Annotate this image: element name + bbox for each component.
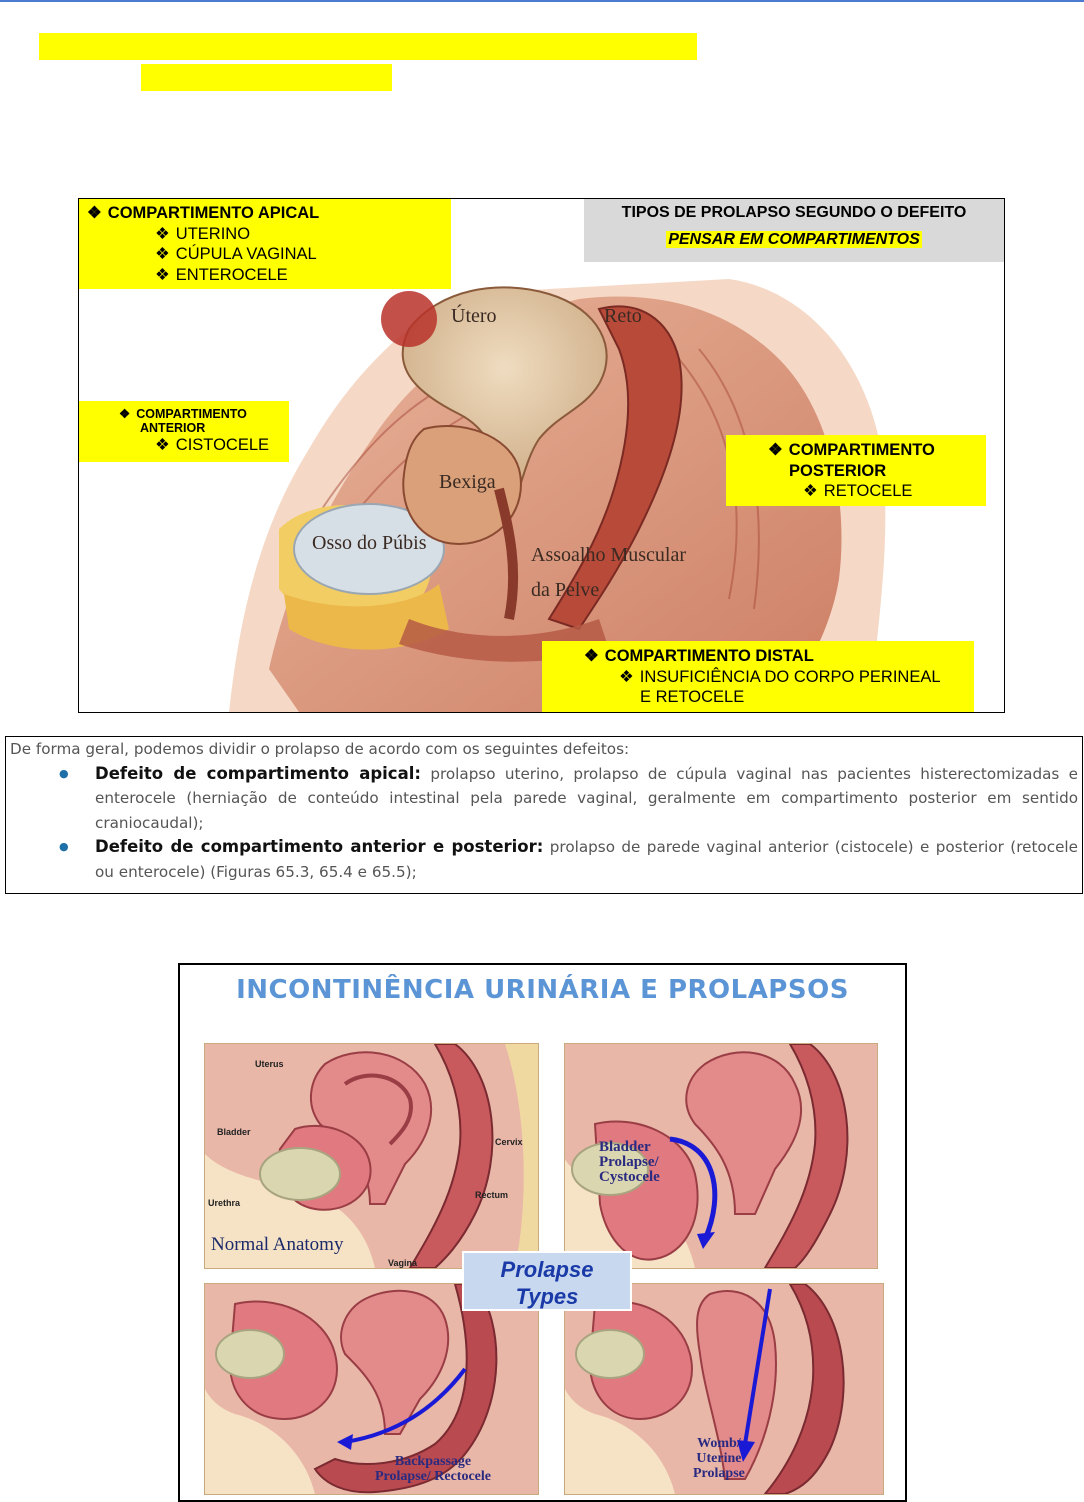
posterior-title-2: POSTERIOR	[789, 461, 887, 480]
diamond-icon: ❖	[119, 407, 131, 421]
distal-compartment-box: ❖ COMPARTIMENTO DISTAL ❖ INSUFICIÊNCIA DO …	[542, 641, 974, 712]
prolapse-types-center-label: Prolapse Types	[462, 1251, 632, 1311]
label-assoalho-1: Assoalho Muscular	[531, 544, 686, 566]
cystocele-panel: Bladder Prolapse/ Cystocele	[564, 1043, 878, 1269]
label-bexiga: Bexiga	[439, 471, 496, 493]
posterior-title-row: ❖ COMPARTIMENTO	[726, 435, 986, 461]
diamond-icon: ❖	[87, 204, 102, 222]
distal-title: COMPARTIMENTO DISTAL	[604, 647, 814, 665]
diamond-icon: ❖	[155, 245, 170, 264]
center-line-1: Prolapse	[500, 1257, 594, 1282]
item-text: prolapso uterino, prolapso de cúpula vag…	[95, 764, 1078, 832]
header-subtitle: PENSAR EM COMPARTIMENTOS	[666, 231, 922, 248]
rectocele-line-1: Backpassage	[394, 1454, 472, 1469]
apical-item: UTERINO	[175, 224, 251, 243]
diamond-icon: ❖	[155, 436, 170, 454]
uterine-line-1: Womb/	[697, 1436, 741, 1451]
uterine-prolapse-illustration	[565, 1284, 883, 1494]
cystocele-line-3: Cystocele	[599, 1169, 660, 1185]
rectocele-illustration	[205, 1284, 538, 1494]
label-vagina: Vagina	[388, 1258, 418, 1268]
diamond-icon: ❖	[768, 441, 783, 459]
cystocele-line-1: Bladder	[599, 1139, 651, 1155]
header-subtitle-wrap: PENSAR EM COMPARTIMENTOS	[584, 231, 1004, 249]
anterior-compartment-box: ❖ COMPARTIMENTO ANTERIOR ❖ CISTOCELE	[79, 401, 289, 462]
normal-anatomy-panel: Uterus Bladder Cervix Urethra Rectum Vag…	[204, 1043, 539, 1269]
label-assoalho-2: da Pelve	[531, 579, 600, 601]
defect-list: ● Defeito de compartimento apical: prolap…	[10, 762, 1078, 885]
normal-anatomy-caption: Normal Anatomy	[211, 1234, 344, 1255]
item-bold: Defeito de compartimento anterior e post…	[95, 837, 544, 856]
anterior-item: CISTOCELE	[175, 436, 270, 454]
distal-item-1: INSUFICIÊNCIA DO CORPO PERINEAL	[639, 667, 941, 686]
posterior-compartment-box: ❖ COMPARTIMENTO POSTERIOR ❖ RETOCELE	[726, 435, 986, 506]
cystocele-label: Bladder Prolapse/ Cystocele	[599, 1140, 660, 1185]
prolapse-types-figure: INCONTINÊNCIA URINÁRIA E PROLAPSOS Uteru…	[178, 963, 907, 1502]
rectocele-label: Backpassage Prolapse/ Rectocele	[375, 1454, 491, 1484]
apical-compartment-box: ❖ COMPARTIMENTO APICAL ❖ UTERINO ❖ CÚPULA V…	[79, 199, 451, 289]
diamond-icon: ❖	[584, 647, 599, 665]
header-title: TIPOS DE PROLAPSO SEGUNDO O DEFEITO	[621, 204, 967, 221]
uterine-prolapse-panel: Womb/ Uterine Prolapse	[564, 1283, 884, 1495]
label-uterus: Uterus	[255, 1059, 284, 1069]
label-urethra: Urethra	[208, 1198, 241, 1208]
rectocele-panel: Backpassage Prolapse/ Rectocele	[204, 1283, 539, 1495]
apical-item-row: ❖ ENTEROCELE	[79, 265, 451, 286]
top-rule	[0, 0, 1084, 2]
diamond-icon: ❖	[155, 265, 170, 284]
anterior-title-1: COMPARTIMENTO	[136, 407, 247, 421]
list-item: ● Defeito de compartimento anterior e pos…	[59, 835, 1078, 884]
highlight-bar-2	[141, 64, 392, 91]
figure2-title: INCONTINÊNCIA URINÁRIA E PROLAPSOS	[236, 975, 849, 1005]
center-line-2: Types	[515, 1284, 579, 1309]
apical-item: CÚPULA VAGINAL	[175, 245, 317, 264]
anterior-title-2: ANTERIOR	[140, 421, 206, 435]
diamond-icon: ❖	[155, 224, 170, 243]
anterior-item-row: ❖ CISTOCELE	[79, 435, 289, 456]
cystocele-line-2: Prolapse/	[599, 1154, 659, 1170]
uterine-prolapse-label: Womb/ Uterine Prolapse	[693, 1436, 745, 1481]
intro-paragraph: De forma geral, podemos dividir o prolap…	[10, 740, 630, 758]
label-rectum: Rectum	[475, 1190, 509, 1200]
posterior-item: RETOCELE	[823, 482, 913, 501]
prolapse-description-box: De forma geral, podemos dividir o prolap…	[5, 736, 1083, 894]
posterior-item-row: ❖ RETOCELE	[726, 481, 986, 502]
apical-item-row: ❖ UTERINO	[79, 224, 451, 245]
prolapse-compartments-figure: Útero Reto Bexiga Osso do Púbis Assoalho…	[78, 198, 1005, 713]
distal-item-row: ❖ INSUFICIÊNCIA DO CORPO PERINEAL	[542, 667, 974, 688]
apical-title-row: ❖ COMPARTIMENTO APICAL	[79, 199, 451, 224]
diamond-icon: ❖	[803, 482, 818, 501]
bullet-icon: ●	[59, 840, 69, 853]
pelvis-anatomy-illustration	[229, 279, 886, 712]
apical-item: ENTEROCELE	[175, 265, 288, 284]
uterine-line-3: Prolapse	[693, 1466, 745, 1481]
label-pubis: Osso do Púbis	[312, 532, 427, 554]
bullet-icon: ●	[59, 766, 69, 780]
normal-anatomy-illustration	[205, 1044, 538, 1268]
distal-title-row: ❖ COMPARTIMENTO DISTAL	[542, 641, 974, 667]
posterior-title-1: COMPARTIMENTO	[788, 441, 935, 459]
label-reto: Reto	[604, 305, 642, 327]
label-bladder: Bladder	[217, 1127, 251, 1137]
diamond-icon: ❖	[619, 667, 634, 686]
apical-item-row: ❖ CÚPULA VAGINAL	[79, 244, 451, 265]
label-cervix: Cervix	[495, 1137, 523, 1147]
anterior-title-row: ❖ COMPARTIMENTO	[79, 401, 289, 421]
uterine-line-2: Uterine	[696, 1451, 742, 1466]
label-utero: Útero	[451, 305, 497, 327]
distal-item-2: E RETOCELE	[640, 688, 745, 707]
cystocele-illustration	[565, 1044, 877, 1268]
list-item: ● Defeito de compartimento apical: prolap…	[59, 762, 1078, 836]
item-bold: Defeito de compartimento apical:	[95, 763, 421, 783]
rectocele-line-2: Prolapse/ Rectocele	[375, 1469, 491, 1484]
prolapse-types-header: TIPOS DE PROLAPSO SEGUNDO O DEFEITO PENS…	[584, 199, 1004, 262]
apical-title: COMPARTIMENTO APICAL	[107, 204, 320, 222]
item-text: prolapso de parede vaginal anterior (cis…	[95, 838, 1078, 881]
highlight-bar-1	[39, 33, 697, 60]
